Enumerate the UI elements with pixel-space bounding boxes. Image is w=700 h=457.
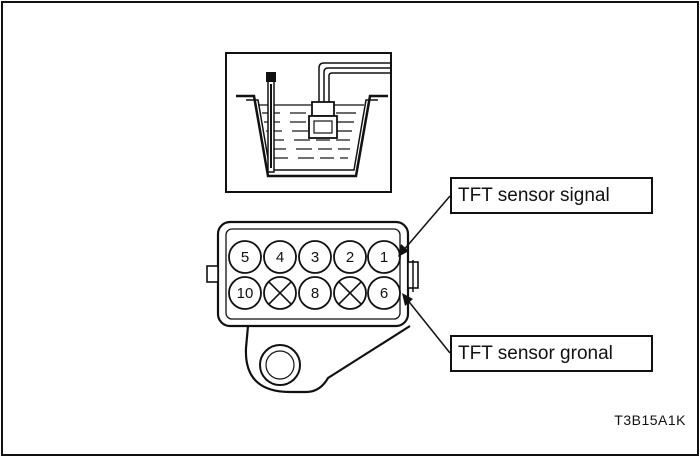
signal-leader-line xyxy=(401,195,451,253)
pin-number: 5 xyxy=(241,249,249,266)
ground-leader-line xyxy=(405,297,451,354)
callout-arrows xyxy=(398,195,451,354)
pin-8: 8 xyxy=(298,276,332,310)
inset-frame xyxy=(225,52,392,193)
pin-6: 6 xyxy=(367,276,401,310)
bath-container xyxy=(236,94,388,178)
connector-pins: 5 4 3 2 1 10 8 6 xyxy=(228,240,401,310)
pin-number: 2 xyxy=(346,249,354,266)
sensor-ground-label: TFT sensor gronal xyxy=(450,335,653,372)
pin-unused xyxy=(263,276,297,310)
pin-5: 5 xyxy=(228,240,262,274)
pin-unused xyxy=(333,276,367,310)
pin-1: 1 xyxy=(367,240,401,274)
sensor-ground-text: TFT sensor gronal xyxy=(458,342,613,364)
pin-4: 4 xyxy=(263,240,297,274)
figure-code: T3B15A1K xyxy=(614,412,686,428)
signal-arrowhead xyxy=(398,244,409,257)
thermometer xyxy=(266,72,276,173)
pin-10: 10 xyxy=(228,276,262,310)
ground-arrowhead xyxy=(402,293,413,306)
test-bath-illustration xyxy=(225,52,392,193)
sensor-signal-text: TFT sensor signal xyxy=(458,184,610,206)
pin-number: 1 xyxy=(380,249,388,266)
pin-number: 4 xyxy=(276,249,284,266)
pin-number: 8 xyxy=(311,285,319,302)
pin-number: 6 xyxy=(380,285,388,302)
pin-3: 3 xyxy=(298,240,332,274)
sensor-signal-label: TFT sensor signal xyxy=(450,177,653,214)
pin-2: 2 xyxy=(333,240,367,274)
pin-number: 10 xyxy=(237,285,254,302)
left-latch-tab xyxy=(206,265,219,283)
temperature-sensor xyxy=(308,62,391,139)
pin-number: 3 xyxy=(311,249,319,266)
